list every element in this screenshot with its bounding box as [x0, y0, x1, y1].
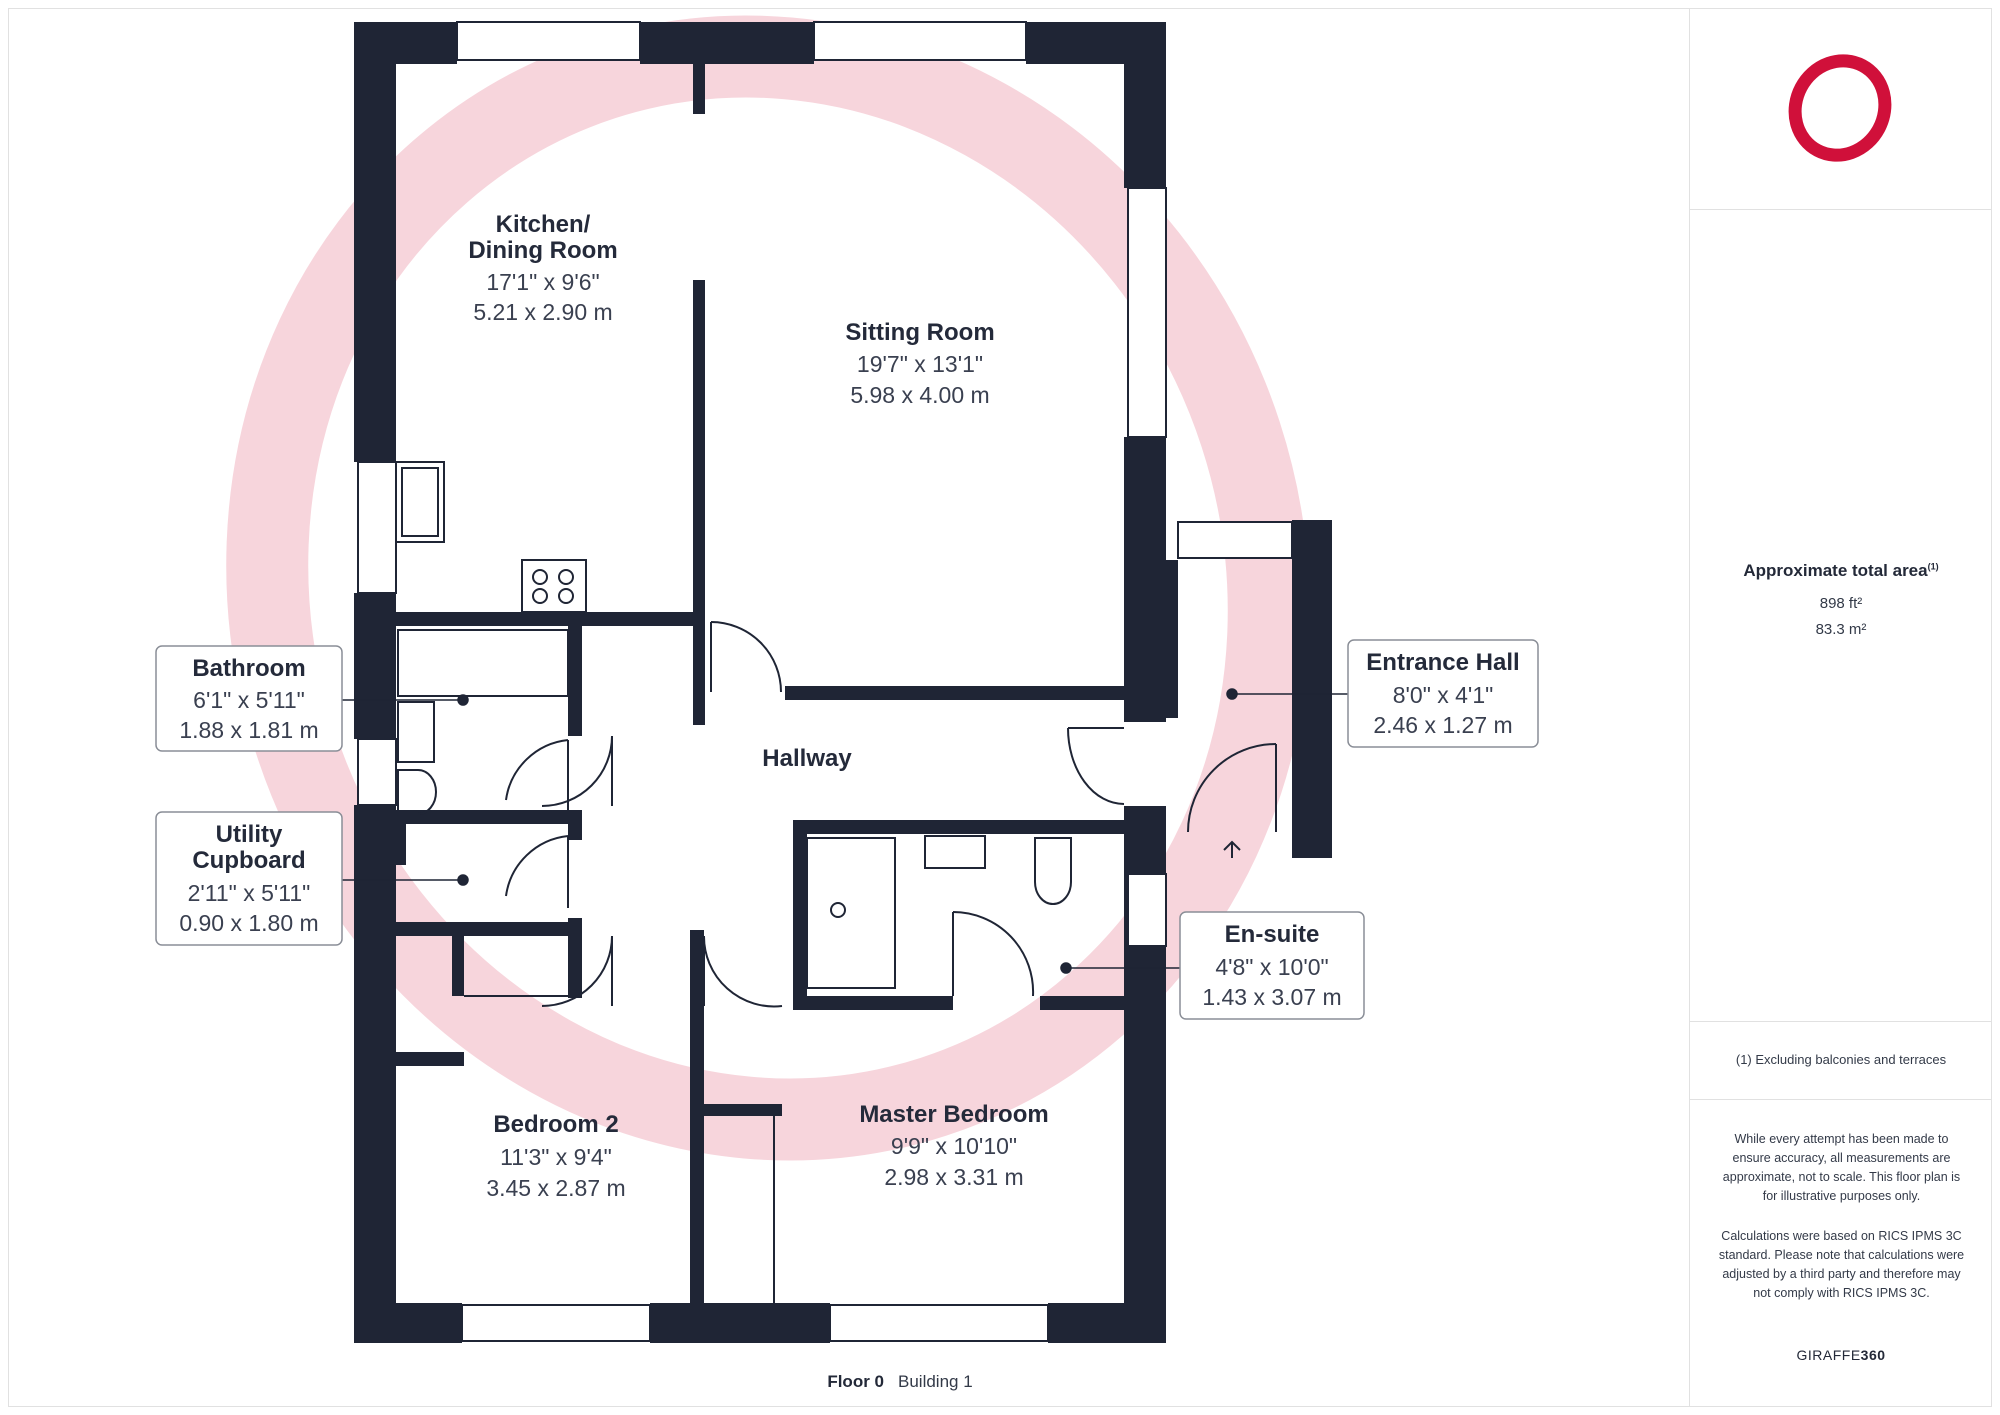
area-ft: 898 ft² — [1819, 595, 1863, 612]
area-m: 83.3 m² — [1815, 621, 1867, 638]
sidebar-divider — [1690, 1099, 1992, 1100]
ensuite-imperial: 4'8" x 10'0" — [1215, 954, 1328, 980]
hallway-name: Hallway — [762, 745, 852, 772]
ensuite-metric: 1.43 x 3.07 m — [1202, 984, 1341, 1010]
utility-metric: 0.90 x 1.80 m — [179, 910, 318, 936]
windows — [357, 21, 1293, 1342]
disclaimer-accuracy: While every attempt has been made to ens… — [1722, 1132, 1961, 1203]
entrance-name: Entrance Hall — [1366, 649, 1519, 676]
floor-plan: Kitchen/ Dining Room 17'1" x 9'6" 5.21 x… — [155, 15, 1539, 1343]
floor-caption: Floor 0 Building 1 — [700, 1372, 1100, 1392]
bedroom2-imperial: 11'3" x 9'4" — [500, 1144, 612, 1170]
sitting-imperial: 19'7" x 13'1" — [857, 351, 983, 377]
sitting-metric: 5.98 x 4.00 m — [850, 382, 989, 408]
building-label: Building 1 — [898, 1372, 973, 1391]
floor-label: Floor 0 — [827, 1372, 884, 1391]
page-frame — [8, 8, 1992, 1407]
kitchen-name-line1: Kitchen/ — [496, 211, 591, 238]
area-title: Approximate total area(1) — [1743, 561, 1939, 580]
callout-boxes — [155, 639, 1539, 1020]
fixtures — [395, 461, 1277, 1303]
sidebar-divider — [1690, 209, 1992, 210]
area-footnote: (1) Excluding balconies and terraces — [1735, 1052, 1947, 1067]
utility-imperial: 2'11" x 5'11" — [188, 880, 311, 906]
kitchen-metric: 5.21 x 2.90 m — [473, 299, 612, 325]
master-metric: 2.98 x 3.31 m — [884, 1164, 1023, 1190]
brand-mark: GIRAFFE360 — [1796, 1347, 1886, 1363]
kitchen-name-line2: Dining Room — [468, 237, 617, 264]
bedroom2-metric: 3.45 x 2.87 m — [486, 1175, 625, 1201]
kitchen-imperial: 17'1" x 9'6" — [486, 269, 599, 295]
bathroom-imperial: 6'1" x 5'11" — [193, 687, 305, 713]
callout-leaders — [342, 688, 1348, 974]
master-imperial: 9'9" x 10'10" — [891, 1133, 1017, 1159]
bathroom-metric: 1.88 x 1.81 m — [179, 717, 318, 743]
master-name: Master Bedroom — [859, 1101, 1048, 1128]
sidebar: Approximate total area(1) 898 ft² 83.3 m… — [1689, 8, 1992, 1407]
area-note-mark: (1) — [1927, 561, 1939, 572]
sitting-name: Sitting Room — [845, 319, 994, 346]
disclaimer-rics: Calculations were based on RICS IPMS 3C … — [1718, 1229, 1965, 1300]
bedroom2-name: Bedroom 2 — [493, 1111, 618, 1138]
sidebar-divider — [1690, 1021, 1992, 1022]
utility-name-line1: Utility — [216, 821, 283, 848]
bathroom-name: Bathroom — [192, 655, 305, 682]
entrance-metric: 2.46 x 1.27 m — [1373, 712, 1512, 738]
watermark-ring — [226, 15, 1310, 1161]
utility-name-line2: Cupboard — [192, 847, 305, 874]
entrance-imperial: 8'0" x 4'1" — [1393, 682, 1494, 708]
walls — [354, 22, 1332, 1343]
o-ring-logo-icon — [1788, 54, 1892, 162]
ensuite-name: En-suite — [1225, 921, 1320, 948]
